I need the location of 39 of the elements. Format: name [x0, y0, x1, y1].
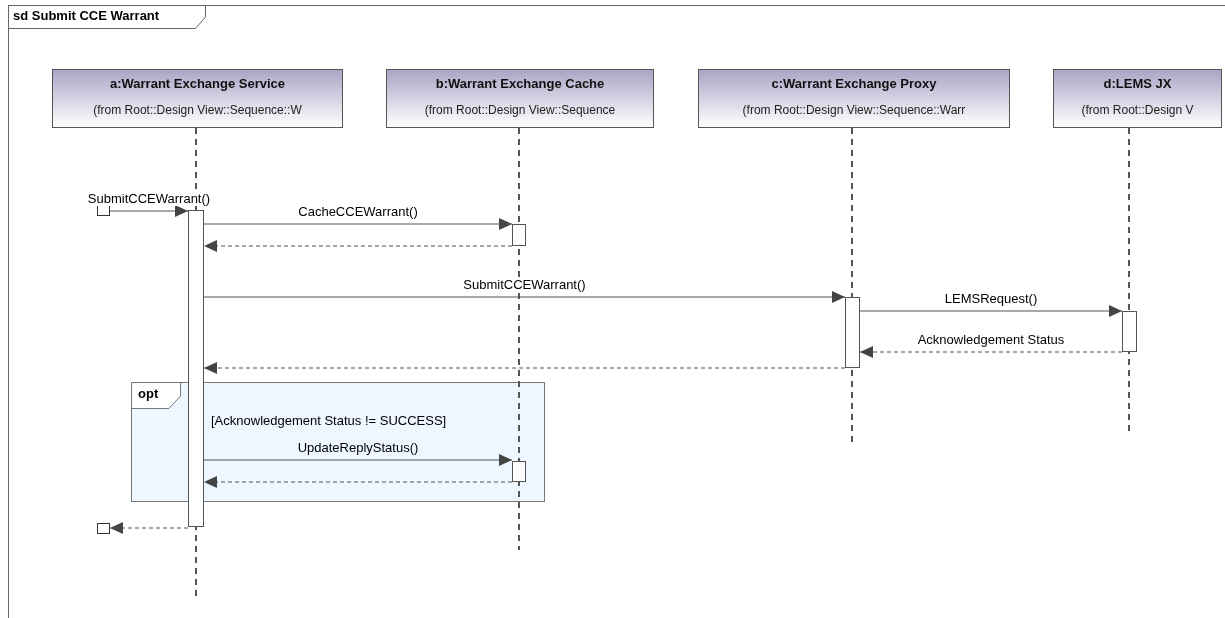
- lifeline-name: d:LEMS JX: [1102, 76, 1173, 91]
- lifeline-origin: (from Root::Design V: [1080, 103, 1195, 117]
- return-message-arrow: [109, 522, 189, 534]
- fragment-operator: opt: [138, 386, 159, 401]
- activation-bar: [512, 224, 526, 246]
- lifeline-origin: (from Root::Design View::Sequence::Warr: [741, 103, 967, 117]
- message-label: SubmitCCEWarrant(): [86, 191, 212, 206]
- activation-bar: [1122, 311, 1137, 352]
- combined-fragment: [131, 382, 545, 502]
- lifeline-origin: (from Root::Design View::Sequence::W: [92, 103, 303, 117]
- return-message-arrow: [203, 362, 846, 374]
- message-label: Acknowledgement Status: [916, 332, 1066, 347]
- message-arrow: [203, 291, 846, 303]
- message-label: UpdateReplyStatus(): [296, 440, 420, 455]
- return-message-arrow: [203, 476, 513, 488]
- message-label: SubmitCCEWarrant(): [462, 277, 587, 292]
- message-arrow: [109, 205, 189, 217]
- lifeline-header: [386, 69, 654, 128]
- lifeline-origin: (from Root::Design View::Sequence: [423, 103, 617, 117]
- lifeline-name: a:Warrant Exchange Service: [108, 76, 287, 91]
- activation-bar: [188, 210, 204, 527]
- lifeline-header: [1053, 69, 1222, 128]
- activation-bar: [845, 297, 860, 368]
- message-label: CacheCCEWarrant(): [297, 204, 419, 219]
- guard-condition: [Acknowledgement Status != SUCCESS]: [211, 413, 447, 428]
- lifeline-name: b:Warrant Exchange Cache: [434, 76, 606, 91]
- message-arrow: [203, 218, 513, 230]
- activation-bar: [512, 461, 526, 482]
- return-message-arrow: [203, 240, 513, 252]
- lifeline-name: c:Warrant Exchange Proxy: [770, 76, 938, 91]
- message-arrow: [203, 454, 513, 466]
- gate-square: [97, 523, 110, 534]
- lifeline-header: [698, 69, 1010, 128]
- return-message-arrow: [859, 346, 1123, 358]
- message-arrow: [859, 305, 1123, 317]
- lifeline-header: [52, 69, 343, 128]
- message-label: LEMSRequest(): [943, 291, 1039, 306]
- gate-square: [97, 205, 110, 216]
- frame-title: sd Submit CCE Warrant: [13, 8, 160, 23]
